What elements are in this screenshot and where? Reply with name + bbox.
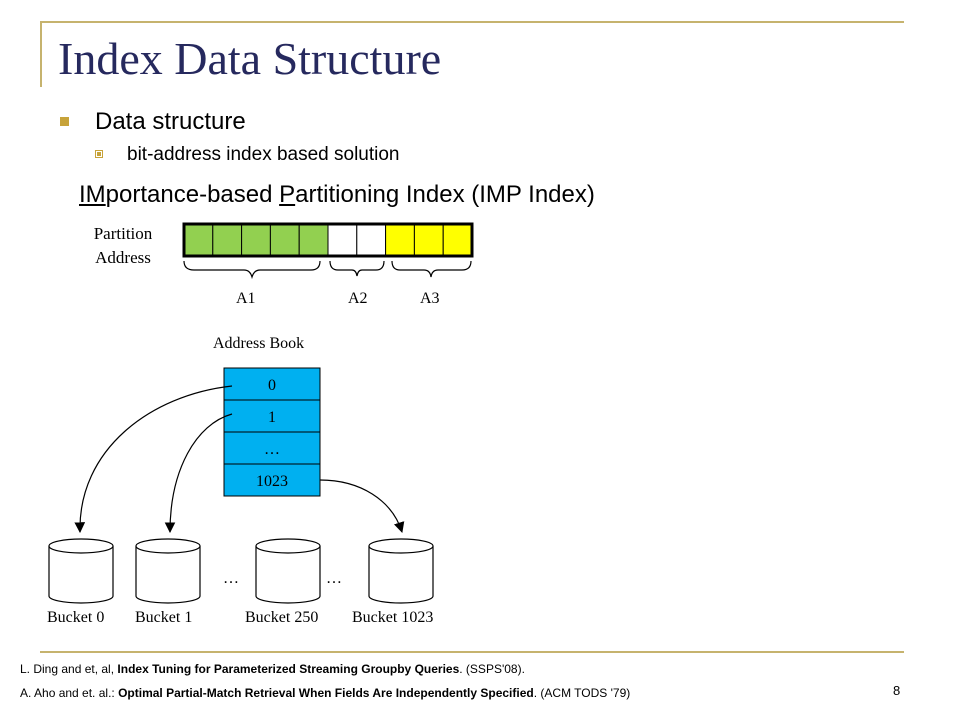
- address-book: 0 1 … 1023: [223, 367, 321, 497]
- partition-cell-4: [298, 223, 329, 257]
- left-rule: [40, 21, 42, 87]
- arrow-entry1-to-bucket1: [164, 413, 233, 534]
- page-number: 8: [893, 683, 901, 698]
- imp-index-heading: IMportance-based Partitioning Index (IMP…: [79, 181, 595, 209]
- bucket-1[interactable]: [135, 538, 201, 604]
- partition-cell-0: [183, 223, 214, 257]
- bottom-rule: [40, 651, 904, 653]
- arrow-entry1023-to-bucket1023: [319, 479, 405, 534]
- bucket-label-0: Bucket 0: [47, 609, 104, 626]
- partition-label-line-2: Address: [95, 248, 151, 267]
- partition-address-label: Partition Address: [82, 222, 164, 270]
- reference-1: L. Ding and et, al, Index Tuning for Par…: [20, 662, 525, 676]
- brace-a3: [391, 260, 472, 278]
- heading-part-4: artitioning Index (IMP Index): [295, 181, 595, 208]
- address-book-title: Address Book: [213, 335, 304, 352]
- bullet-text: Data structure: [95, 108, 246, 135]
- bucket-0[interactable]: [48, 538, 114, 604]
- top-rule: [40, 21, 904, 23]
- bucket-ellipsis-1: …: [223, 570, 239, 587]
- sub-bullet-marker: [95, 150, 103, 158]
- address-book-label-1023: 1023: [256, 473, 288, 490]
- partition-cell-6: [356, 223, 387, 257]
- group-label-a2: A2: [348, 290, 368, 307]
- partition-cells: [182, 222, 474, 258]
- brace-a2: [329, 260, 385, 277]
- reference-2: A. Aho and et. al.: Optimal Partial-Matc…: [20, 686, 631, 700]
- partition-cell-8: [413, 223, 444, 257]
- bucket-1023[interactable]: [368, 538, 434, 604]
- heading-part-2: portance-based: [105, 181, 280, 208]
- partition-label-line-1: Partition: [93, 224, 153, 243]
- bucket-250[interactable]: [255, 538, 321, 604]
- partition-cell-9: [442, 223, 473, 257]
- page-title: Index Data Structure: [58, 33, 442, 84]
- address-book-label-1: 1: [268, 409, 276, 426]
- partition-cell-2: [241, 223, 271, 257]
- heading-underlined-im: IM: [79, 181, 106, 208]
- address-book-entry-1[interactable]: [223, 399, 321, 433]
- bucket-ellipsis-2: …: [326, 570, 342, 587]
- partition-cell-7: [385, 223, 415, 257]
- bucket-label-1: Bucket 1: [135, 609, 192, 626]
- address-book-label-0: 0: [268, 377, 276, 394]
- address-book-label-ellipsis: …: [264, 441, 280, 458]
- partition-cell-3: [269, 223, 300, 257]
- brace-a1: [183, 260, 321, 280]
- partition-cell-5: [327, 223, 358, 257]
- heading-underlined-p: P: [279, 181, 296, 208]
- arrow-entry0-to-bucket0: [74, 385, 233, 534]
- bucket-label-250: Bucket 250: [245, 609, 318, 626]
- partition-cell-1: [212, 223, 243, 257]
- bucket-label-1023: Bucket 1023: [352, 609, 433, 626]
- sub-bullet-text: bit-address index based solution: [127, 144, 400, 165]
- partition-frame: [182, 222, 474, 258]
- group-label-a1: A1: [236, 290, 256, 307]
- sub-bullet-marker-fill: [97, 152, 101, 156]
- group-label-a3: A3: [420, 290, 440, 307]
- address-book-entry-1023[interactable]: [223, 463, 321, 497]
- bullet-marker: [60, 117, 69, 126]
